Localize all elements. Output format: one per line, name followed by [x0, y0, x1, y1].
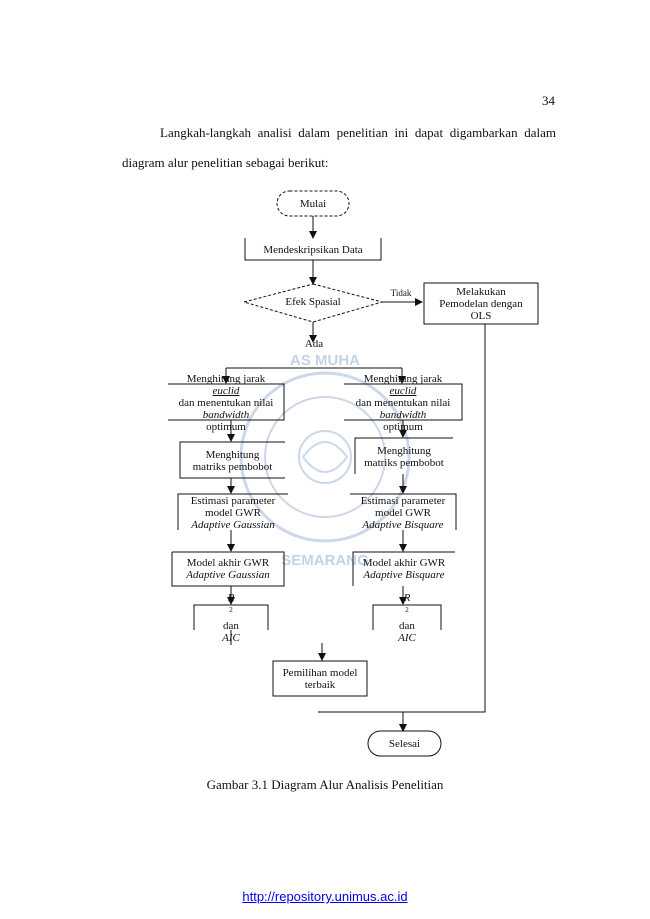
watermark-text-top: AS MUHA	[290, 352, 360, 369]
university-seal-watermark: AS MUHA SEMARANG	[239, 352, 411, 569]
decision-diamond	[242, 283, 384, 323]
watermark-text-bottom: SEMARANG	[281, 552, 369, 569]
ols-box	[423, 282, 539, 325]
start-label: Mulai	[299, 197, 327, 210]
left-distance-label: Menghitung jarak euclid dan menentukan n…	[178, 372, 274, 433]
right-distance-label: Menghitung jarak euclid dan menentukan n…	[355, 372, 451, 433]
left-r2aic-box	[193, 604, 269, 630]
end-terminator	[367, 730, 442, 757]
end-label: Selesai	[388, 737, 421, 750]
no-branch-label: Tidak	[390, 287, 412, 298]
yes-branch-label: Ada	[304, 338, 324, 350]
figure-caption: Gambar 3.1 Diagram Alur Analisis Penelit…	[206, 777, 444, 792]
intro-paragraph-line-1: Langkah-langkah analisi dalam penelitian…	[160, 125, 556, 140]
right-weights-box	[354, 437, 453, 474]
start-terminator	[276, 190, 350, 217]
page-number: 34	[542, 93, 555, 108]
intro-paragraph-line-2: diagram alur penelitian sebagai berikut:	[122, 155, 329, 170]
right-estimation-box	[350, 493, 457, 530]
right-final-model-box	[352, 551, 455, 586]
left-estimation-box	[177, 493, 288, 530]
describe-data-label: Mendeskripsikan Data	[263, 243, 363, 256]
repository-link[interactable]: http://repository.unimus.ac.id	[242, 889, 408, 904]
decision-label: Efek Spasial	[285, 296, 341, 308]
select-model-box	[272, 660, 368, 697]
ols-to-end-connector	[318, 324, 486, 713]
left-final-model-box	[171, 551, 285, 587]
left-weights-box	[179, 441, 285, 479]
right-r2aic-box	[372, 604, 442, 630]
left-distance-box	[168, 383, 285, 421]
